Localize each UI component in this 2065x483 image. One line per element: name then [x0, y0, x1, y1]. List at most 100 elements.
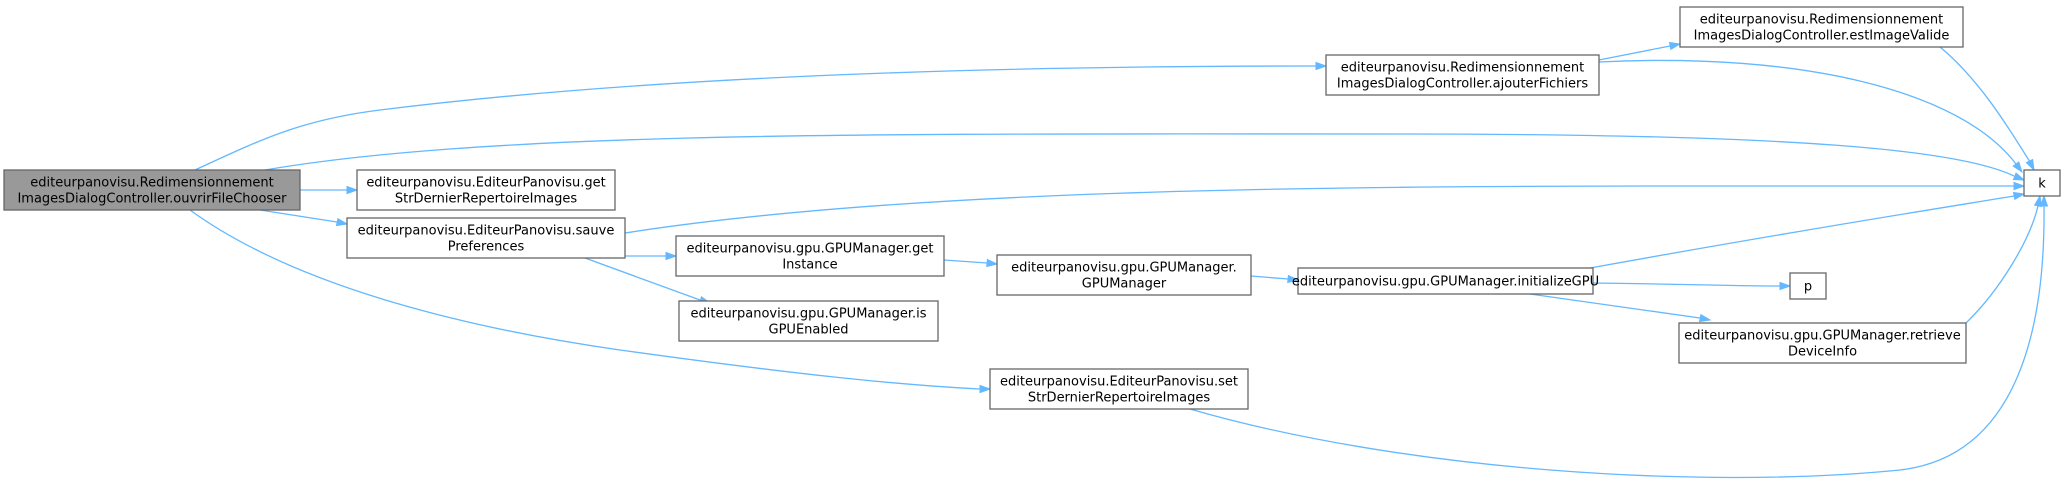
edge-line [584, 257, 701, 301]
node-retrieve[interactable]: editeurpanovisu.gpu.GPUManager.retrieveD… [1678, 322, 1967, 364]
node-estImage[interactable]: editeurpanovisu.RedimensionnementImagesD… [1679, 6, 1964, 48]
node-box [356, 169, 616, 211]
edge-initGPU-to-p [1592, 281, 1792, 291]
edge-line [1965, 205, 2039, 324]
node-box [1789, 272, 1827, 300]
node-root[interactable]: editeurpanovisu.RedimensionnementImagesD… [3, 169, 301, 211]
node-label-line: editeurpanovisu.EditeurPanovisu.get [366, 176, 605, 191]
node-box [989, 368, 1249, 410]
edge-line [194, 65, 1317, 171]
node-box [678, 300, 939, 342]
node-label-line: editeurpanovisu.gpu.GPUManager.retrieve [1684, 329, 1960, 344]
edge-root-to-getStr [300, 185, 359, 195]
edge-root-to-setStr [189, 209, 992, 394]
arrowhead-icon [2012, 172, 2026, 181]
arrowhead-icon [1287, 274, 1300, 284]
node-label-line: editeurpanovisu.EditeurPanovisu.set [1000, 375, 1238, 390]
arrowhead-icon [1779, 281, 1792, 291]
node-box [1678, 322, 1967, 364]
node-box [996, 254, 1252, 296]
arrowhead-icon [2013, 181, 2026, 191]
node-label-line: editeurpanovisu.gpu.GPUManager.get [687, 242, 934, 257]
edge-retrieve-to-k [1965, 194, 2043, 324]
arrowhead-icon [1315, 61, 1328, 71]
node-box [675, 235, 945, 277]
node-label-line: StrDernierRepertoireImages [1028, 391, 1210, 406]
arrowhead-icon [2012, 191, 2026, 201]
edges [189, 41, 2049, 479]
node-box [2023, 169, 2061, 197]
edge-line [1592, 282, 1781, 287]
node-k[interactable]: k [2023, 169, 2061, 197]
arrowhead-icon [986, 258, 999, 268]
edge-line [1598, 45, 1671, 61]
arrowhead-icon [979, 384, 992, 394]
node-label-line: ImagesDialogController.ajouterFichiers [1337, 77, 1588, 92]
node-label-line: editeurpanovisu.gpu.GPUManager.initializ… [1292, 275, 1599, 290]
edge-root-to-k [264, 133, 2026, 181]
node-ajouter[interactable]: editeurpanovisu.RedimensionnementImagesD… [1325, 54, 1600, 96]
node-getStr[interactable]: editeurpanovisu.EditeurPanovisu.getStrDe… [356, 169, 616, 211]
edge-sauve-to-k [624, 181, 2026, 234]
node-label-line: editeurpanovisu.EditeurPanovisu.sauve [358, 224, 615, 239]
node-ctor[interactable]: editeurpanovisu.gpu.GPUManager.GPUManage… [996, 254, 1252, 296]
arrowhead-icon [335, 217, 349, 227]
node-label-line: ImagesDialogController.estImageValide [1694, 29, 1950, 44]
nodes: editeurpanovisu.RedimensionnementImagesD… [3, 6, 2061, 410]
arrowhead-icon [1698, 313, 1712, 323]
edge-line [624, 185, 2014, 234]
node-label-line: Preferences [448, 240, 525, 255]
edge-initGPU-to-retrieve [1529, 293, 1712, 323]
node-label-line: editeurpanovisu.gpu.GPUManager.is [690, 307, 926, 322]
node-label-line: editeurpanovisu.Redimensionnement [30, 176, 273, 191]
node-sauve[interactable]: editeurpanovisu.EditeurPanovisu.sauvePre… [346, 217, 626, 259]
node-initGPU[interactable]: editeurpanovisu.gpu.GPUManager.initializ… [1292, 267, 1599, 295]
edge-root-to-ajouter [194, 61, 1328, 171]
node-label-line: p [1804, 280, 1812, 295]
edge-line [259, 209, 338, 223]
node-box [1297, 267, 1594, 295]
edge-ajouter-to-estImage [1598, 41, 1682, 61]
node-box [346, 217, 626, 259]
node-isGPU[interactable]: editeurpanovisu.gpu.GPUManager.isGPUEnab… [678, 300, 939, 342]
node-label-line: editeurpanovisu.gpu.GPUManager. [1011, 261, 1237, 276]
node-box [1679, 6, 1964, 48]
node-box [3, 169, 301, 211]
node-label-line: GPUEnabled [769, 323, 849, 338]
node-label-line: k [2038, 177, 2046, 192]
edge-line [189, 209, 981, 390]
edge-line [943, 259, 988, 264]
arrowhead-icon [2025, 158, 2035, 172]
edge-line [1589, 195, 2015, 269]
edge-ajouter-to-k [1598, 59, 2023, 174]
edge-initGPU-to-k [1589, 191, 2026, 269]
edge-line [264, 133, 2015, 177]
arrowhead-icon [2033, 194, 2043, 208]
edge-line [1939, 46, 2031, 163]
arrowhead-icon [346, 185, 359, 195]
edge-setStr-to-k [1189, 194, 2049, 479]
node-p[interactable]: p [1789, 272, 1827, 300]
node-box [1325, 54, 1600, 96]
arrowhead-icon [2039, 194, 2049, 207]
edge-ctor-to-initGPU [1250, 274, 1300, 284]
arrowhead-icon [665, 251, 678, 261]
edge-line [1598, 59, 2017, 165]
node-label-line: DeviceInfo [1788, 345, 1857, 360]
edge-root-to-sauve [259, 209, 349, 227]
edge-getInst-to-ctor [943, 258, 999, 268]
node-label-line: editeurpanovisu.Redimensionnement [1341, 61, 1584, 76]
edge-line [1189, 205, 2045, 479]
edge-line [1250, 275, 1289, 280]
node-label-line: Instance [782, 258, 837, 273]
node-label-line: GPUManager [1082, 277, 1167, 292]
edge-line [1529, 293, 1701, 319]
arrowhead-icon [2012, 161, 2023, 174]
node-setStr[interactable]: editeurpanovisu.EditeurPanovisu.setStrDe… [989, 368, 1249, 410]
edge-estImage-to-k [1939, 46, 2035, 172]
node-label-line: editeurpanovisu.Redimensionnement [1700, 13, 1943, 28]
node-label-line: StrDernierRepertoireImages [395, 192, 577, 207]
node-getInst[interactable]: editeurpanovisu.gpu.GPUManager.getInstan… [675, 235, 945, 277]
node-label-line: ImagesDialogController.ouvrirFileChooser [17, 192, 287, 207]
